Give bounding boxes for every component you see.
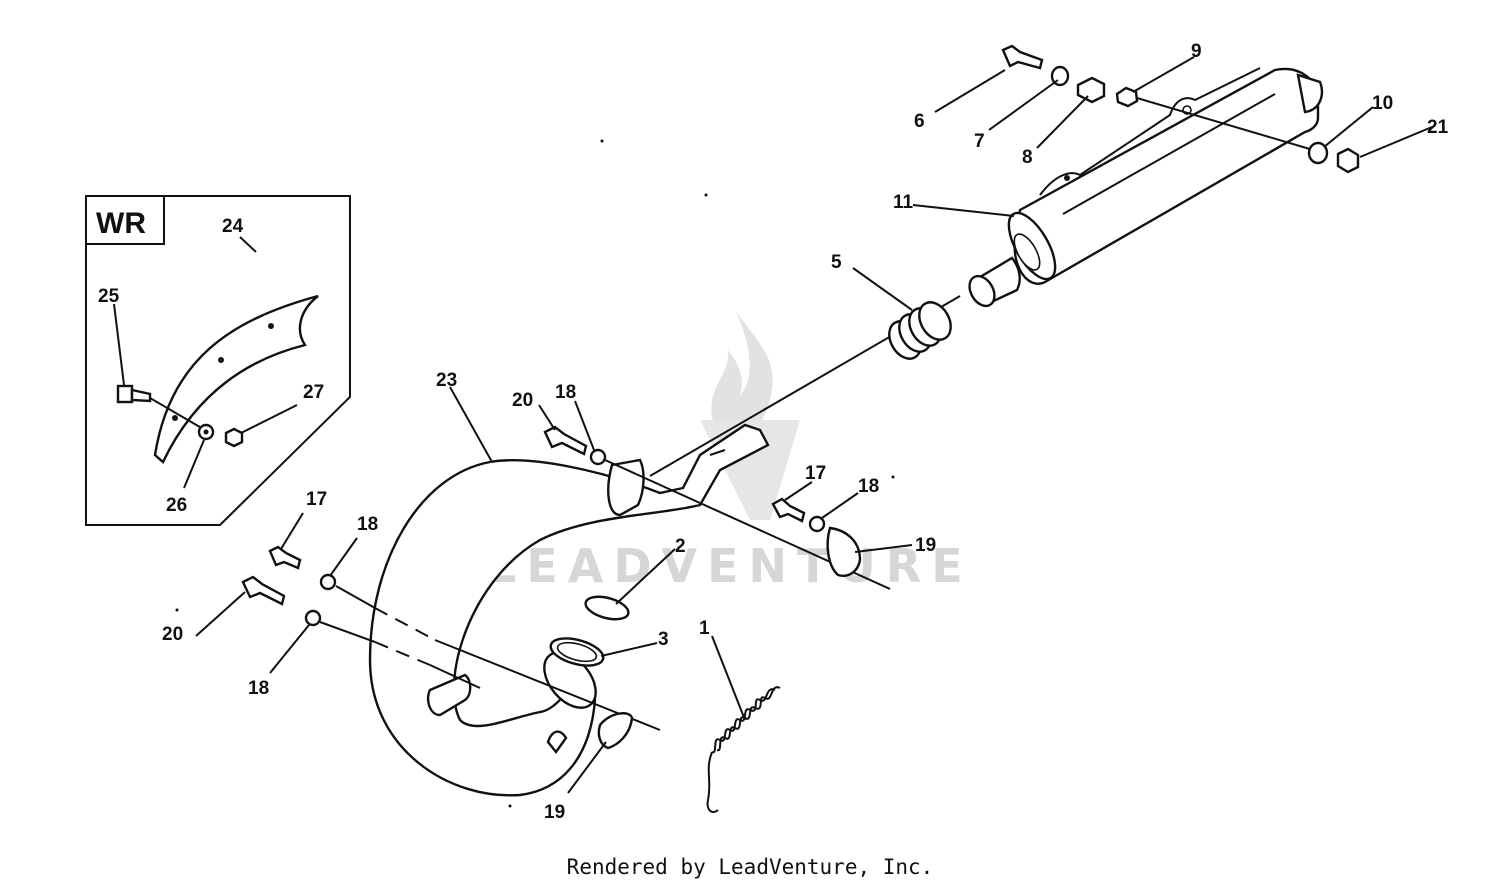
gaskets: 2 3 <box>549 536 686 667</box>
wr-inset: WR 24 25 27 26 <box>85 195 351 526</box>
callout-10: 10 <box>1372 93 1393 114</box>
callout-25: 25 <box>98 286 120 307</box>
callout-2: 2 <box>675 536 686 557</box>
expansion-chamber: 23 <box>368 370 770 797</box>
callout-9: 9 <box>1191 41 1202 62</box>
watermark-flame-icon <box>711 310 773 440</box>
rear-mount-hardware: 20 18 17 18 19 <box>512 382 936 590</box>
callout-5: 5 <box>831 252 842 273</box>
callout-21: 21 <box>1427 117 1449 138</box>
muffler-hardware: 6 7 8 9 10 21 <box>914 41 1449 174</box>
callout-19-front: 19 <box>544 802 565 823</box>
callout-6: 6 <box>914 111 925 132</box>
callout-19-rear: 19 <box>915 535 936 556</box>
callout-24: 24 <box>222 216 244 237</box>
callout-17-rear: 17 <box>805 463 826 484</box>
muffler: 11 <box>893 67 1324 308</box>
exhaust-spring: 1 <box>699 618 781 813</box>
callout-18-front-upper: 18 <box>357 514 378 535</box>
callout-20-front: 20 <box>162 624 183 645</box>
callout-20-rear: 20 <box>512 390 533 411</box>
inset-tag: WR <box>96 207 146 240</box>
callout-11: 11 <box>893 192 914 213</box>
front-mount-hardware: 17 18 20 18 19 <box>162 489 661 823</box>
callout-17-front: 17 <box>306 489 327 510</box>
callout-26: 26 <box>166 495 187 516</box>
callout-18-rear-lower: 18 <box>858 476 879 497</box>
callout-7: 7 <box>974 131 985 152</box>
callout-18-rear: 18 <box>555 382 576 403</box>
callout-3: 3 <box>658 629 669 650</box>
heat-shield <box>153 294 319 464</box>
silencer-spring: 5 <box>649 252 961 477</box>
callout-8: 8 <box>1022 147 1033 168</box>
callout-27: 27 <box>303 382 324 403</box>
callout-1: 1 <box>699 618 710 639</box>
callout-23: 23 <box>436 370 457 391</box>
footer-credit: Rendered by LeadVenture, Inc. <box>566 855 934 879</box>
callout-18-front-lower: 18 <box>248 678 269 699</box>
